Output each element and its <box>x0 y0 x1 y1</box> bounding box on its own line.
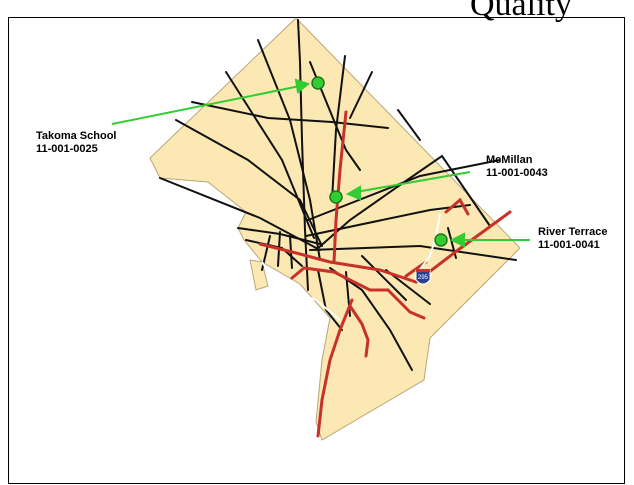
arrow-takoma <box>111 85 301 125</box>
title-fragment: Quality <box>470 0 572 23</box>
site-markers <box>311 76 448 247</box>
site-id: 11-001-0025 <box>36 143 98 155</box>
site-name: Takoma School <box>36 130 117 142</box>
site-arrows <box>111 78 530 248</box>
label-river-terrace: River Terrace 11-001-0041 <box>538 226 608 252</box>
label-mcmillan: McMillan 11-001-0043 <box>486 154 548 180</box>
arrow-takoma-head <box>294 78 311 94</box>
marker-river-terrace <box>434 233 448 247</box>
arrow-mcmillan <box>355 171 471 193</box>
site-name: McMillan <box>486 154 533 166</box>
major-highways <box>258 110 512 438</box>
arrow-mcmillan-head <box>345 185 361 201</box>
marker-mcmillan <box>329 190 343 204</box>
label-takoma-school: Takoma School 11-001-0025 <box>36 130 116 156</box>
interstate-shield: 295 <box>415 269 431 285</box>
arrow-river-terrace-head <box>449 232 465 248</box>
shoreline <box>261 213 441 321</box>
site-id: 11-001-0041 <box>538 239 600 251</box>
river-island <box>249 259 269 291</box>
site-name: River Terrace <box>538 226 608 238</box>
interstate-number: 295 <box>418 275 429 281</box>
marker-takoma-school <box>311 76 325 90</box>
site-id: 11-001-0043 <box>486 167 548 179</box>
